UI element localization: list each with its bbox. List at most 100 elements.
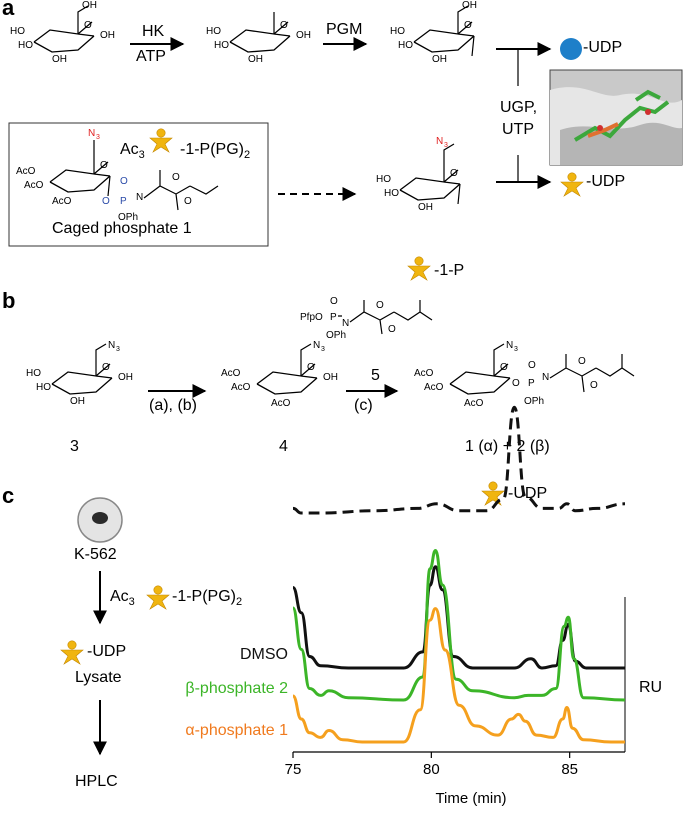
svg-text:N: N (436, 136, 443, 147)
pgm-label: PGM (326, 21, 363, 38)
x-tick-label-85: 85 (561, 761, 578, 778)
legend-label-1: DMSO (240, 646, 288, 663)
svg-text:O: O (578, 356, 586, 367)
svg-text:AcO: AcO (16, 166, 36, 177)
svg-text:O: O (102, 362, 110, 373)
svg-text:AcO: AcO (414, 368, 434, 379)
atp-label: ATP (136, 48, 166, 65)
protein-structure-image (549, 69, 683, 166)
svg-text:N: N (136, 192, 143, 203)
panel-a-schematic: OH HO HO OH OH O HO HO OH OH O OH HO HO … (8, 0, 683, 281)
reagent-5-label: 5 (371, 367, 380, 384)
svg-text:OH: OH (248, 54, 263, 65)
cell-line-label: K-562 (74, 546, 117, 563)
svg-text:N: N (313, 340, 320, 351)
reagent-5-structure: PfpO P O OPh N O O (300, 296, 433, 341)
series-line-dmso (291, 565, 625, 670)
svg-text:OH: OH (418, 202, 433, 213)
svg-text:HO: HO (10, 26, 25, 37)
svg-text:AcO: AcO (231, 382, 251, 393)
series-line-dashed-reference (292, 405, 626, 515)
svg-text:O: O (500, 362, 508, 373)
svg-text:O: O (464, 20, 472, 31)
svg-text:AcO: AcO (221, 368, 241, 379)
hplc-label: HPLC (75, 773, 118, 790)
caged-phosphate-box (8, 122, 269, 247)
svg-text:HO: HO (376, 174, 391, 185)
svg-text:O: O (102, 196, 110, 207)
svg-text:3: 3 (444, 142, 448, 149)
svg-text:AcO: AcO (24, 180, 44, 191)
glucose-structure: OH HO HO OH OH O (10, 0, 115, 65)
compound-4-label: 4 (279, 438, 288, 455)
svg-text:O: O (100, 160, 108, 171)
svg-text:O: O (528, 360, 536, 371)
caged-phosphate-label: Caged phosphate 1 (52, 220, 192, 237)
svg-text:O: O (330, 296, 338, 307)
svg-text:OH: OH (100, 30, 115, 41)
legend-label-3: α-phosphate 1 (185, 722, 288, 739)
peak-udp-label: -UDP (508, 485, 548, 502)
svg-text:N: N (342, 318, 349, 329)
svg-text:N: N (88, 128, 95, 139)
svg-text:OPh: OPh (326, 330, 346, 341)
svg-text:O: O (512, 378, 520, 389)
utp-label: UTP (502, 121, 534, 138)
svg-text:AcO: AcO (464, 398, 484, 409)
svg-text:OPh: OPh (118, 212, 138, 223)
svg-text:O: O (590, 380, 598, 391)
panel-label-c: c (2, 483, 15, 508)
svg-text:AcO: AcO (424, 382, 444, 393)
caged-short-name: Ac3 (120, 141, 145, 162)
panel-label-b: b (2, 288, 16, 313)
svg-text:HO: HO (384, 188, 399, 199)
treatment-prefix: Ac3 (110, 588, 135, 609)
svg-text:3: 3 (96, 134, 100, 141)
svg-text:PfpO: PfpO (300, 312, 323, 323)
svg-text:3: 3 (514, 346, 518, 353)
svg-text:HO: HO (26, 368, 41, 379)
glucose-6-phosphate-structure: HO HO OH OH O (206, 12, 311, 65)
svg-text:O: O (388, 324, 396, 335)
ugp-label: UGP, (500, 99, 538, 116)
series-line-α-phosphate-1 (292, 607, 625, 744)
svg-text:O: O (376, 300, 384, 311)
glucose-1-phosphate-structure: OH HO HO OH O (390, 0, 477, 65)
svg-text:O: O (172, 172, 180, 183)
glucose-circle-icon (560, 38, 582, 60)
compound-3-label: 3 (70, 438, 79, 455)
svg-text:P: P (330, 312, 337, 323)
svg-text:HO: HO (206, 26, 221, 37)
conditions-c-label: (c) (354, 397, 373, 414)
svg-text:OH: OH (432, 54, 447, 65)
svg-text:N: N (542, 372, 549, 383)
panel-label-a: a (2, 0, 15, 20)
x-axis-label: Time (min) (435, 790, 506, 807)
svg-text:O: O (307, 362, 315, 373)
svg-text:O: O (84, 20, 92, 31)
lysate-udp-label: -UDP (87, 643, 127, 660)
svg-text:OH: OH (118, 372, 133, 383)
svg-text:P: P (528, 378, 535, 389)
udp-label-bottom: -UDP (586, 173, 626, 190)
svg-text:OH: OH (323, 372, 338, 383)
svg-text:HO: HO (398, 40, 413, 51)
svg-text:O: O (120, 176, 128, 187)
caged-short-suffix: -1-P(PG)2 (180, 141, 251, 162)
svg-text:HO: HO (18, 40, 33, 51)
svg-text:OH: OH (52, 54, 67, 65)
svg-text:OH: OH (462, 0, 477, 11)
svg-text:N: N (506, 340, 513, 351)
x-tick-label-80: 80 (423, 761, 440, 778)
svg-text:N: N (108, 340, 115, 351)
svg-text:O: O (280, 20, 288, 31)
sugar-1p-label: -1-P (434, 262, 465, 279)
svg-text:O: O (450, 168, 458, 179)
hk-label: HK (142, 23, 165, 40)
